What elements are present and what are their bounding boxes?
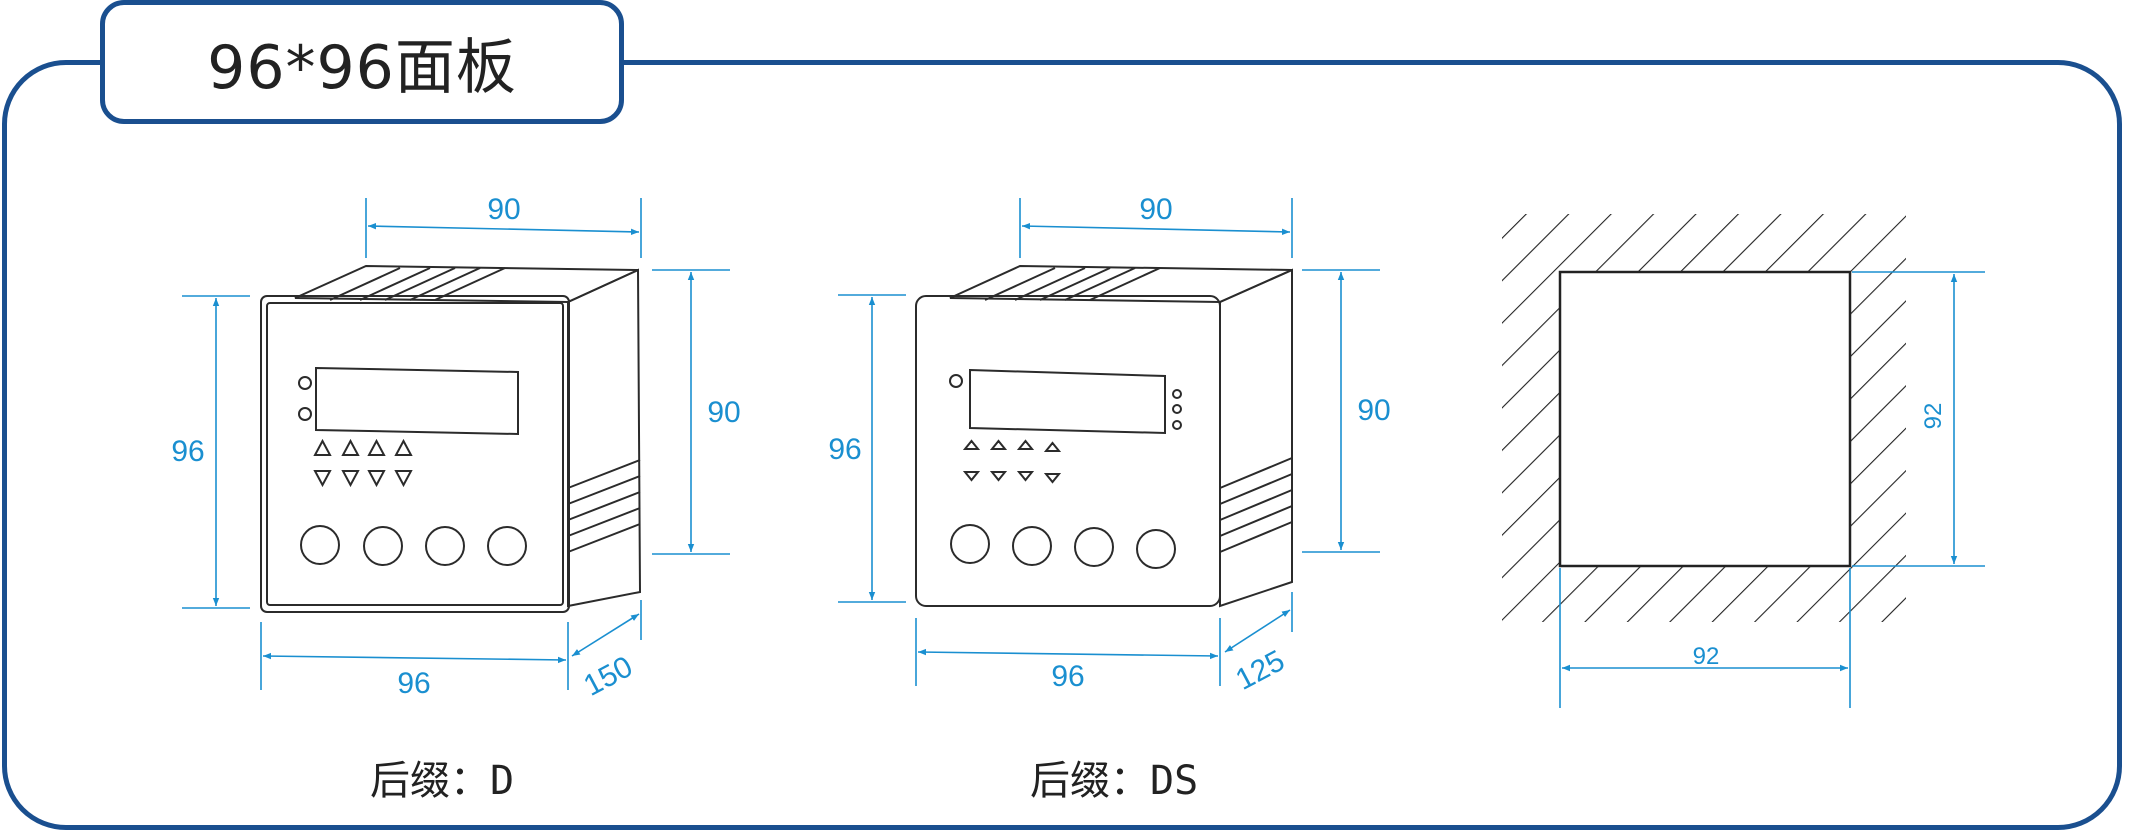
meter-ds-drawing: [915, 264, 1293, 608]
caption-ds: 后缀：DS: [1030, 758, 1199, 804]
title-box: 96*96面板: [100, 0, 624, 124]
meter-ds-dim-width-bottom: 96: [1051, 660, 1084, 693]
meter-ds-dim-depth: 125: [1230, 644, 1290, 697]
cutout-dimensions: [1559, 271, 1985, 708]
cutout-drawing: [1502, 214, 1906, 622]
meter-ds-dim-height-left: 96: [828, 433, 861, 466]
caption-d: 后缀：D: [370, 758, 515, 804]
meter-d-drawing: [260, 264, 642, 613]
meter-d-dim-height-right: 90: [707, 396, 740, 429]
meter-d-dimensions: [182, 198, 730, 690]
meter-d-dim-width-top: 90: [487, 193, 520, 226]
meter-ds-dim-width-top: 90: [1139, 193, 1172, 226]
meter-ds-dim-height-right: 90: [1357, 394, 1390, 427]
meter-d-dim-width-bottom: 96: [397, 667, 430, 700]
page-title: 96*96面板: [207, 32, 517, 103]
cutout-dim-height: 92: [1920, 403, 1947, 430]
meter-d-dim-depth: 150: [578, 650, 638, 703]
cutout-dim-width: 92: [1693, 643, 1720, 670]
outer-frame: [2, 60, 2122, 830]
meter-d-dim-height-left: 96: [171, 435, 204, 468]
meter-ds-dimensions: [838, 198, 1380, 686]
